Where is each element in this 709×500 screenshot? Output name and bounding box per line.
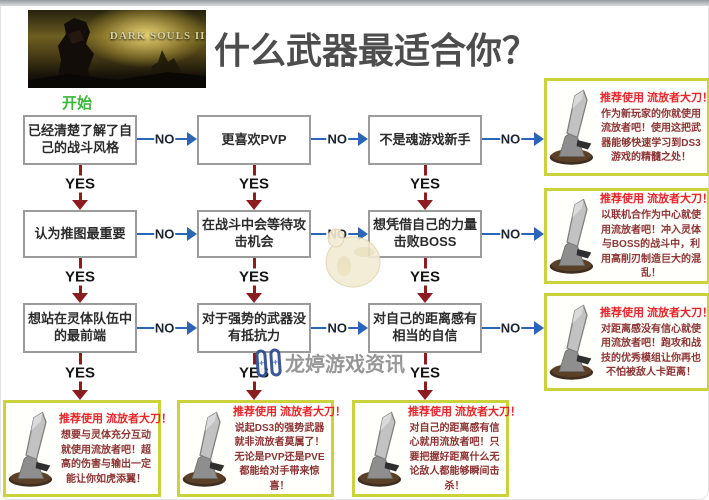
arrowhead-right-icon xyxy=(534,321,544,335)
no-arrow: NO xyxy=(137,131,197,147)
no-label: NO xyxy=(326,131,348,147)
arrowhead-down-icon xyxy=(72,200,88,210)
recommendation-box: 推荐使用 流放者大刀！ 对自己的距离感有信心就用流放者吧！只要把握好距离什么无论… xyxy=(352,400,522,497)
exile-greatsword-icon xyxy=(357,411,402,487)
top-gray-strip xyxy=(0,0,709,6)
flow-box: 认为推图最重要 xyxy=(23,210,137,258)
arrowhead-right-icon xyxy=(187,227,197,241)
no-label: NO xyxy=(499,320,522,336)
no-arrow: NO xyxy=(482,226,544,242)
yes-arrow: YES xyxy=(63,165,97,210)
recommendation-title: 推荐使用 流放者大刀！ xyxy=(600,306,709,319)
arrowhead-down-icon xyxy=(246,200,262,210)
arrowhead-down-icon xyxy=(72,293,88,303)
knight-artwork xyxy=(28,18,206,88)
flow-box: 对自己的距离感有相当的自信 xyxy=(368,303,482,353)
arrowhead-right-icon xyxy=(358,321,368,335)
page-title: 什么武器最适合你？ xyxy=(214,30,539,71)
recommendation-box: 推荐使用 流放者大刀！ 作为新玩家的你就使用流放者吧！使用这把武器能够快速学习到… xyxy=(544,78,709,176)
no-label: NO xyxy=(153,131,176,147)
no-label: NO xyxy=(499,131,522,147)
arrowhead-down-icon xyxy=(417,200,433,210)
recommendation-body: 以联机合作为中心就使用流放者吧！冲入灵体与BOSS的战斗中，利用高削刃制造巨大的… xyxy=(601,210,701,280)
yes-arrow: YES xyxy=(63,353,97,400)
yes-label: YES xyxy=(237,268,271,286)
flow-box: 更喜欢PVP xyxy=(197,115,311,165)
yes-label: YES xyxy=(408,364,442,382)
arrowhead-down-icon xyxy=(417,390,433,400)
yes-label: YES xyxy=(63,175,97,193)
game-logo-text: DARK SOULS III xyxy=(109,30,206,43)
recommendation-box: 推荐使用 流放者大刀！ 想要与灵体充分互动就使用流放者吧！超高的伤害与输出一定能… xyxy=(3,400,173,497)
recommendation-box: 推荐使用 流放者大刀！ 以联机合作为中心就使用流放者吧！冲入灵体与BOSS的战斗… xyxy=(544,188,709,284)
recommendation-box: 推荐使用 流放者大刀！ 对距离感没有信心就使用流放者吧！跑攻和战技的优秀模组让你… xyxy=(544,293,709,391)
recommendation-title: 推荐使用 流放者大刀！ xyxy=(408,405,522,418)
no-arrow: NO xyxy=(482,131,544,147)
recommendation-title: 推荐使用 流放者大刀！ xyxy=(600,91,709,104)
recommendation-title: 推荐使用 流放者大刀！ xyxy=(233,405,347,418)
arrowhead-right-icon xyxy=(534,227,544,241)
start-label: 开始 xyxy=(62,95,93,112)
yes-arrow: YES xyxy=(408,258,442,303)
no-label: NO xyxy=(153,320,176,336)
no-arrow: NO xyxy=(137,226,197,242)
game-banner: DARK SOULS III xyxy=(28,10,206,88)
yes-arrow: YES xyxy=(408,165,442,210)
no-label: NO xyxy=(499,226,522,242)
yes-label: YES xyxy=(237,175,271,193)
recommendation-body: 想要与灵体充分互动就使用流放者吧！超高的伤害与输出一定能让你如虎添翼！ xyxy=(61,430,151,485)
arrowhead-right-icon xyxy=(358,132,368,146)
no-arrow: NO xyxy=(311,131,368,147)
yes-label: YES xyxy=(408,175,442,193)
yes-label: YES xyxy=(408,268,442,286)
yes-arrow: YES xyxy=(237,258,271,303)
yes-label: YES xyxy=(63,268,97,286)
brand-logo-icon xyxy=(255,347,282,378)
flow-box: 在战斗中会等待攻击机会 xyxy=(197,210,311,258)
recommendation-body: 对距离感没有信心就使用流放者吧！跑攻和战技的优秀模组让你再也不怕被敌人卡距离！ xyxy=(601,323,701,379)
arrowhead-down-icon xyxy=(417,293,433,303)
exile-greatsword-icon xyxy=(549,89,594,166)
exile-greatsword-icon xyxy=(549,198,594,275)
recommendation-title: 推荐使用 流放者大刀！ xyxy=(600,193,709,206)
flow-box: 不是魂游戏新手 xyxy=(368,115,482,165)
brand-watermark-text: 龙婷游戏资讯 xyxy=(285,354,405,376)
no-arrow: NO xyxy=(482,320,544,336)
arrowhead-right-icon xyxy=(534,132,544,146)
arrowhead-down-icon xyxy=(246,390,262,400)
recommendation-body: 说起DS3的强势武器就非流放者莫属了！无论是PVP还是PVE都能给对手带来惊喜！ xyxy=(234,422,325,492)
no-arrow: NO xyxy=(311,320,368,336)
flow-box: 想站在灵体队伍中的最前端 xyxy=(23,303,137,353)
arrowhead-down-icon xyxy=(72,390,88,400)
no-arrow: NO xyxy=(137,320,197,336)
recommendation-body: 作为新玩家的你就使用流放者吧！使用这把武器能够快速学习到DS3游戏的精髓之处！ xyxy=(601,108,701,164)
no-label: NO xyxy=(326,320,348,336)
yes-arrow: YES xyxy=(237,165,271,210)
arrowhead-right-icon xyxy=(187,321,197,335)
brand-watermark: 龙婷游戏资讯 xyxy=(255,347,405,378)
no-label: NO xyxy=(153,226,176,242)
recommendation-title: 推荐使用 流放者大刀！ xyxy=(59,413,173,425)
mascot-watermark-icon xyxy=(325,228,381,288)
flow-box: 想凭借自己的力量击败BOSS xyxy=(368,210,482,258)
exile-greatsword-icon xyxy=(549,304,594,381)
recommendation-body: 对自己的距离感有信心就用流放者吧！只要把握好距离什么无论敌人都能够瞬间击杀！ xyxy=(409,422,500,492)
yes-arrow: YES xyxy=(63,258,97,303)
arrowhead-right-icon xyxy=(358,227,368,241)
yes-label: YES xyxy=(63,364,97,382)
exile-greatsword-icon xyxy=(182,411,227,487)
flow-box: 已经清楚了解了自己的战斗风格 xyxy=(23,115,137,165)
arrowhead-right-icon xyxy=(187,132,197,146)
flow-box: 对于强势的武器没有抵抗力 xyxy=(197,303,311,353)
recommendation-box: 推荐使用 流放者大刀！ 说起DS3的强势武器就非流放者莫属了！无论是PVP还是P… xyxy=(177,400,347,497)
arrowhead-down-icon xyxy=(246,293,262,303)
yes-arrow: YES xyxy=(408,353,442,400)
exile-greatsword-icon xyxy=(8,411,53,487)
